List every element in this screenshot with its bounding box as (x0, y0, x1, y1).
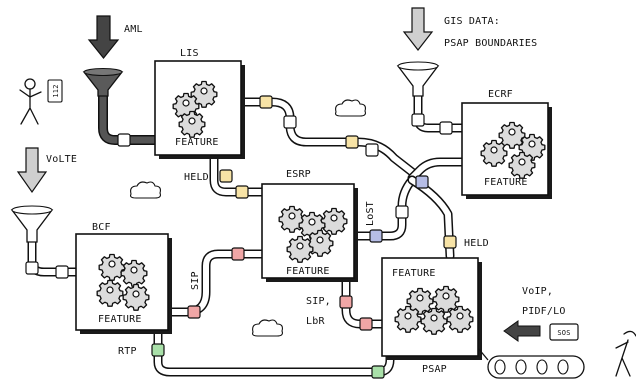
node-lis-feature: FEATURE (175, 137, 219, 148)
volte-label: VoLTE (46, 154, 77, 165)
decor-clouds (130, 99, 366, 337)
voip-input: VoIP, PIDF/LO SOS (477, 286, 636, 379)
left-arrow-icon (503, 320, 541, 342)
cloud-icon (130, 181, 161, 199)
label-rtp: RTP (118, 346, 137, 357)
node-bcf: BCF FEATURE (75, 222, 172, 334)
label-sip-lbr-line1: SIP, (306, 296, 331, 307)
coupling-sip-lbr-2 (359, 317, 373, 331)
label-lost: LoST (365, 201, 376, 226)
cloud-icon (335, 99, 366, 117)
funnel-icon (10, 209, 54, 243)
coupling-sip-esrp (231, 247, 245, 261)
sos-key-label: SOS (557, 329, 570, 337)
node-ecrf-feature: FEATURE (484, 177, 528, 188)
node-bcf-feature: FEATURE (98, 314, 142, 325)
down-arrow-icon (87, 15, 120, 59)
node-psap: FEATURE PSAP (381, 257, 482, 375)
node-psap-feature: FEATURE (392, 268, 436, 279)
coupling-lis-out (259, 95, 273, 109)
down-arrow-icon (16, 147, 48, 194)
coupling-sip-lbr (339, 295, 353, 309)
coupling-lis-input (117, 133, 131, 147)
phone-key-label: 112 (52, 84, 60, 97)
down-arrow-icon (402, 7, 434, 51)
node-esrp: ESRP FEATURE (261, 169, 358, 282)
coupling-volte (25, 261, 39, 275)
coupling-hub (415, 175, 429, 189)
coupling-lost-bend (395, 205, 409, 219)
gis-input: GIS DATA: PSAP BOUNDARIES (396, 7, 537, 97)
stick-figure-icon (19, 78, 42, 125)
node-esrp-title: ESRP (286, 169, 311, 180)
coupling-ecrf-in (411, 113, 425, 127)
node-esrp-feature: FEATURE (286, 266, 330, 277)
label-held-psap: HELD (464, 238, 489, 249)
coupling-rtp (151, 343, 165, 357)
sos-device-icon (549, 323, 579, 341)
cloud-icon (252, 319, 283, 337)
node-psap-title: PSAP (422, 364, 447, 375)
coupling-bcf-in (55, 265, 69, 279)
aml-label: AML (124, 24, 143, 35)
node-lis-title: LIS (180, 48, 199, 59)
voip-label-line1: VoIP, (522, 286, 553, 297)
coupling-held-lis (219, 169, 233, 183)
coupling-network-2 (365, 143, 379, 157)
coupling-sip-bcf (187, 305, 201, 319)
coupling-ecrf-in-2 (439, 121, 453, 135)
volte-input: VoLTE (10, 147, 77, 243)
aml-input: AML (82, 15, 143, 97)
node-bcf-box (75, 233, 169, 331)
connection-labels: HELD LoST HELD SIP SIP, LbR RTP (118, 172, 489, 357)
label-sip-lbr-line2: LbR (306, 316, 325, 327)
coupling-held-esrp (235, 185, 249, 199)
gis-label-line2: PSAP BOUNDARIES (444, 38, 537, 49)
stick-figure-icon (615, 330, 636, 377)
voip-label-line2: PIDF/LO (522, 306, 566, 317)
label-held-lis: HELD (184, 172, 209, 183)
label-sip: SIP (190, 271, 201, 290)
coupling-lost (369, 229, 383, 243)
gis-label-line1: GIS DATA: (444, 16, 500, 27)
coupling-rtp-psap (371, 365, 385, 379)
node-bcf-title: BCF (92, 222, 111, 233)
coupling-network (345, 135, 359, 149)
phone-icon (47, 79, 63, 103)
node-lis: LIS FEATURE (154, 48, 245, 159)
caller-figure: 112 (19, 78, 63, 125)
coupling-held-psap (443, 235, 457, 249)
coupling-lis-bend (283, 115, 297, 129)
node-ecrf: ECRF FEATURE (461, 89, 552, 199)
node-ecrf-title: ECRF (488, 89, 513, 100)
